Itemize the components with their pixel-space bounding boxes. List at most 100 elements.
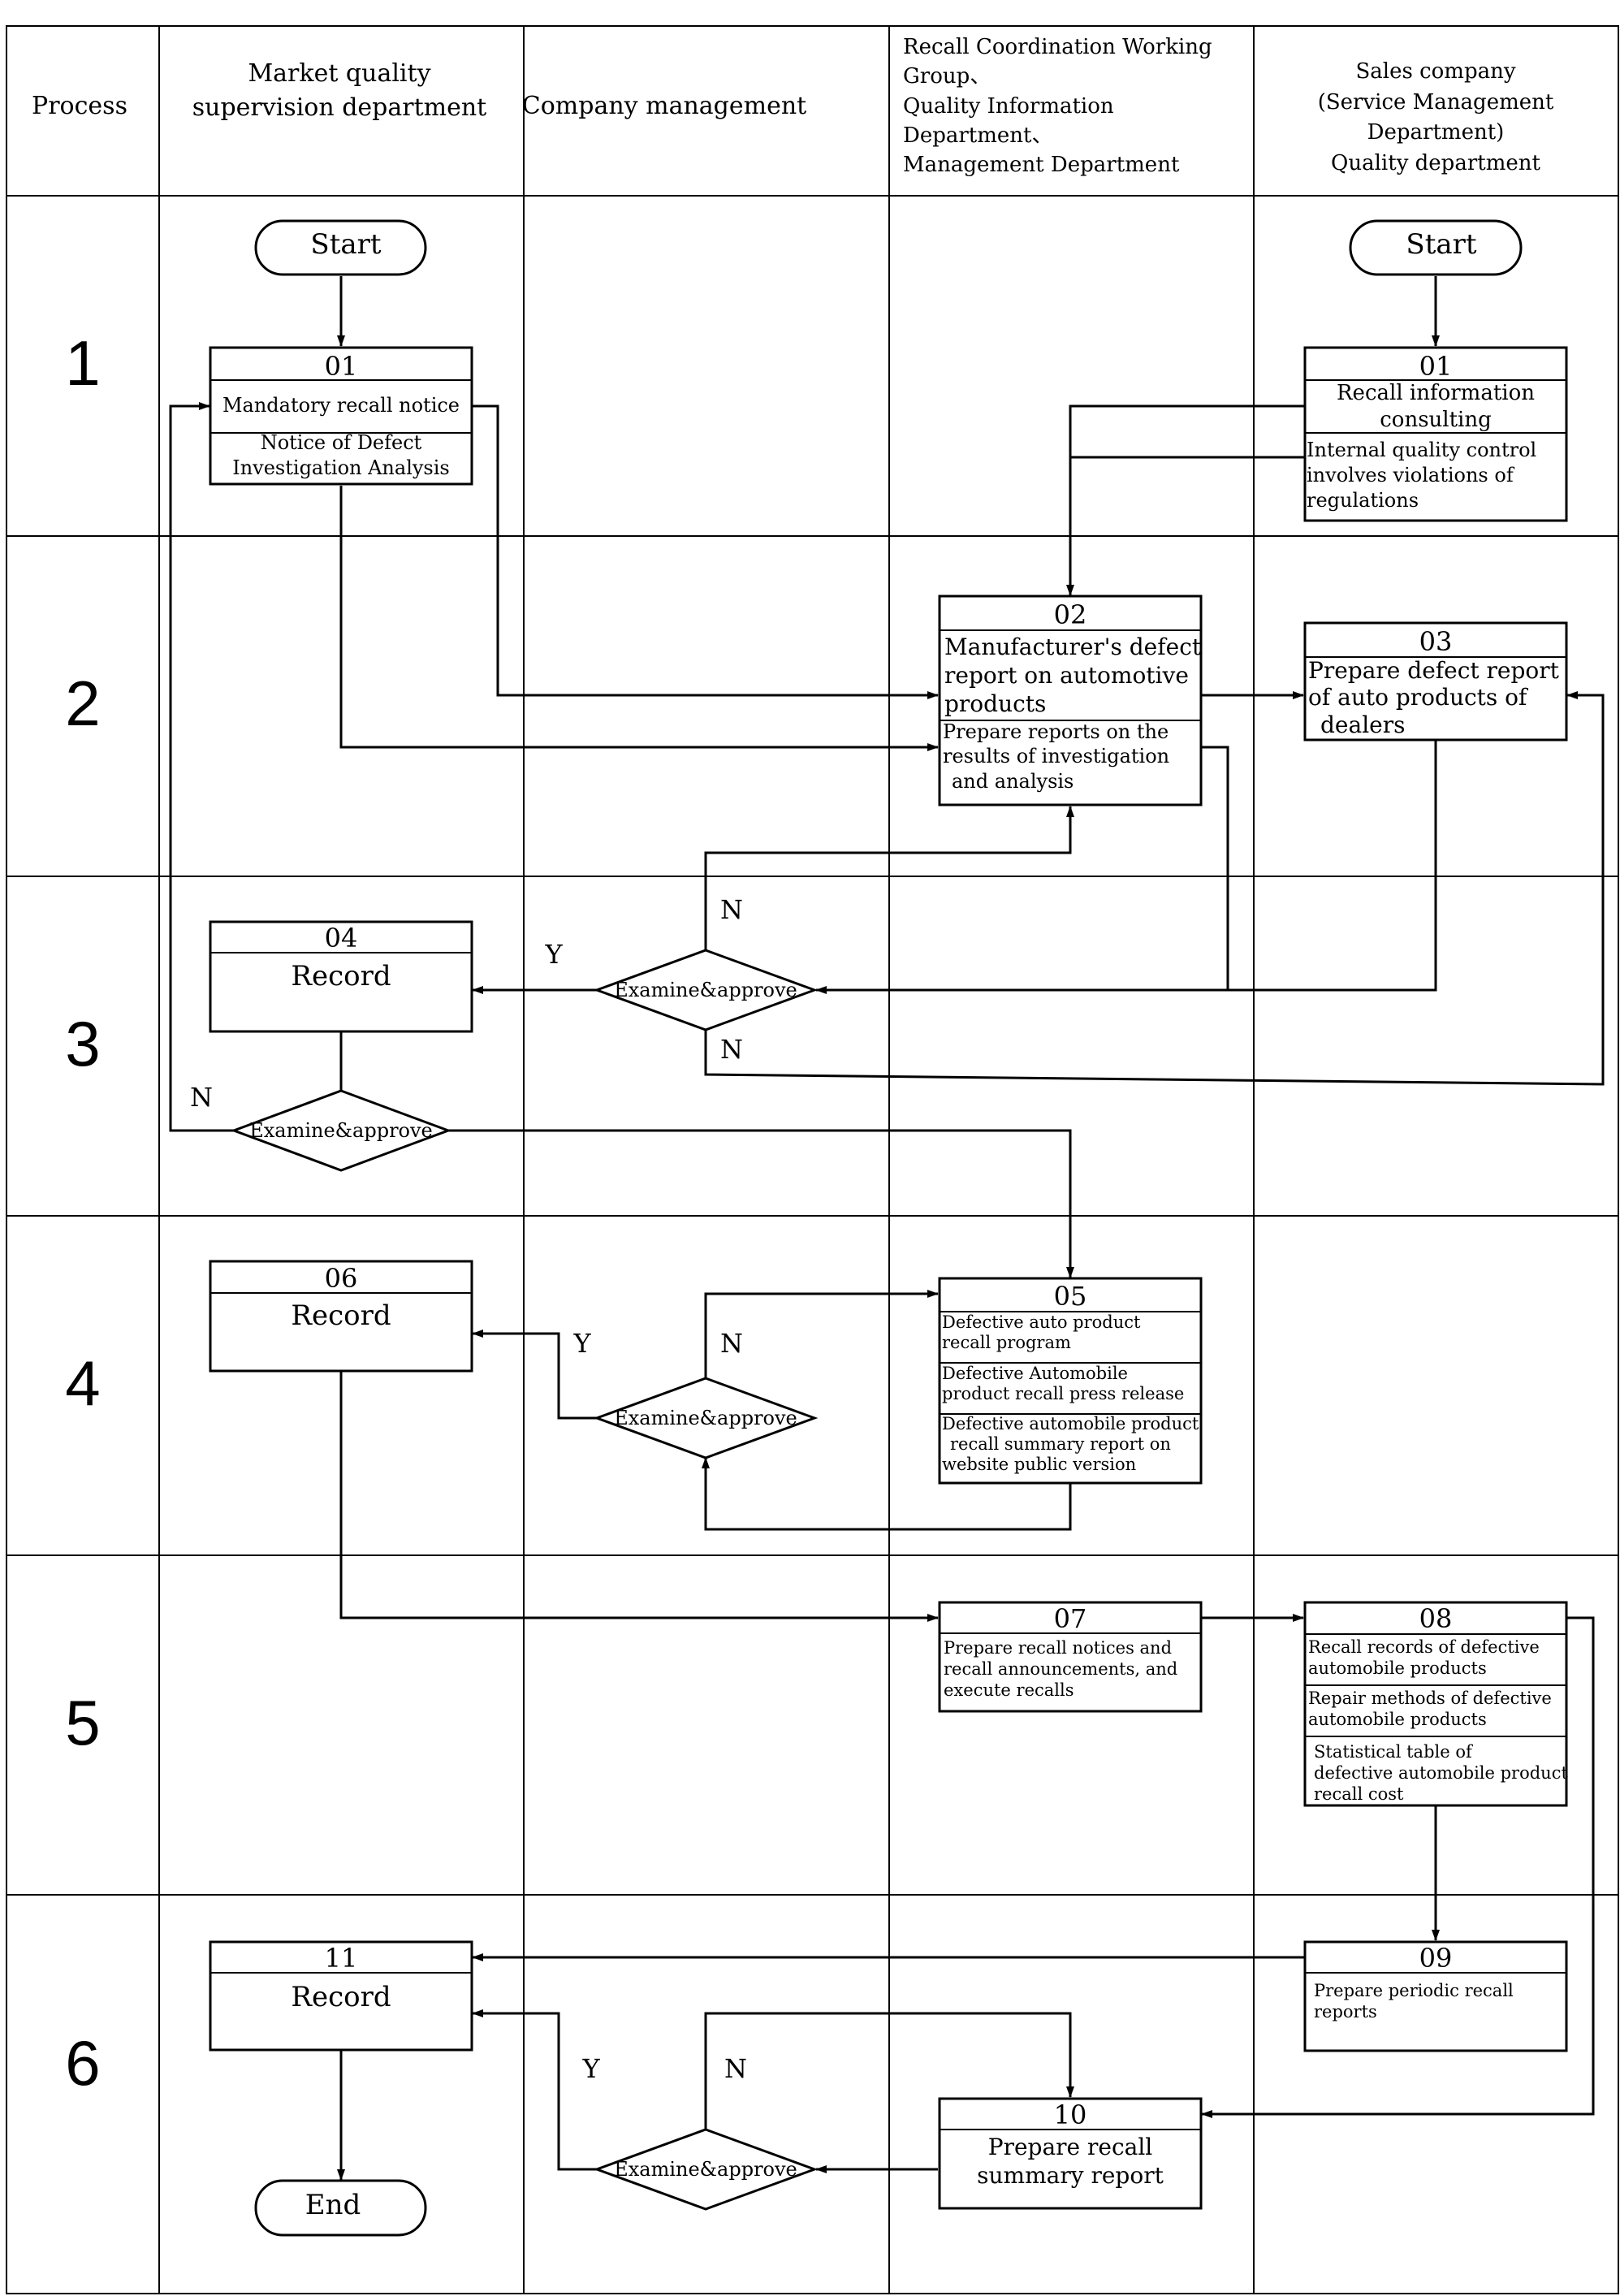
- node-05-section-1-line2: recall program: [942, 1333, 1071, 1352]
- node-04-number: 04: [325, 923, 358, 953]
- node-05-recall-program: 05 Defective auto product recall program…: [938, 1277, 1203, 1485]
- edge-label-no-2: N: [190, 1082, 213, 1113]
- node-03-box: [1303, 621, 1568, 742]
- node-06-number: 06: [325, 1263, 358, 1294]
- edge-label-yes-4: Y: [581, 2053, 600, 2084]
- edge-label-no-4: N: [724, 2053, 747, 2084]
- node-09-section-1-line2: reports: [1314, 2002, 1377, 2021]
- node-05-number: 05: [1054, 1281, 1087, 1312]
- node-09-box: [1303, 1940, 1568, 2052]
- row-number-3: 3: [65, 1008, 100, 1079]
- node-01-right-section-1-line1: Recall information: [1337, 381, 1535, 405]
- edge-label-yes-1: Y: [544, 939, 563, 970]
- edge-01-right-to-02: [1066, 404, 1305, 596]
- decision-1-shape: [593, 949, 819, 1031]
- node-10-box: [938, 2097, 1203, 2210]
- node-08-box: [1303, 1601, 1568, 1807]
- node-10-section-1-line1: Prepare recall: [988, 2134, 1153, 2160]
- header-col3-line4: Department、: [903, 123, 1053, 148]
- node-05-section-3-line3: website public version: [942, 1455, 1136, 1474]
- node-03-section-1-line1: Prepare defect report: [1308, 657, 1560, 684]
- header-col4-line4: Quality department: [1331, 151, 1540, 175]
- node-06-record: 06 Record: [209, 1260, 473, 1373]
- row-number-1: 1: [65, 327, 100, 399]
- node-05-section-3-line1: Defective automobile product: [942, 1414, 1199, 1433]
- node-03-section-1-line3: dealers: [1320, 711, 1405, 738]
- node-01-left-box: [209, 346, 473, 486]
- end-terminal: End: [254, 2179, 427, 2237]
- header-col4-line1: Sales company: [1355, 59, 1515, 84]
- decision-1-label: Examine&approve: [614, 979, 797, 1001]
- edge-01-left-to-02-top: [473, 404, 939, 699]
- node-01-right-section-2-line3: regulations: [1307, 489, 1419, 512]
- edge-decision-1-no-to-02: [704, 806, 1074, 950]
- node-02-section-1-line2: report on automotive: [944, 662, 1189, 689]
- node-01-right-section-2-line2: involves violations of: [1307, 464, 1515, 486]
- node-08-section-1-line2: automobile products: [1308, 1658, 1487, 1678]
- node-02-section-2-line2: results of investigation: [943, 745, 1169, 767]
- node-10-number: 10: [1054, 2099, 1087, 2130]
- edge-02-to-decision-1: [815, 746, 1229, 994]
- decision-2-shape: [230, 1089, 452, 1172]
- node-08-section-3-line2: defective automobile product: [1314, 1763, 1568, 1783]
- node-09-number: 09: [1419, 1943, 1453, 1974]
- decision-3-shape: [593, 1377, 819, 1459]
- node-02-number: 02: [1054, 599, 1087, 630]
- node-05-section-3-line2: recall summary report on: [950, 1434, 1171, 1454]
- node-02-section-1-line1: Manufacturer's defect: [944, 633, 1202, 660]
- edge-08-to-10: [1201, 1616, 1595, 2118]
- node-01-left-section-1: Mandatory recall notice: [222, 394, 460, 417]
- header-recall-coordination: Recall Coordination Working Group、 Quali…: [903, 35, 1212, 177]
- decision-2: Examine&approve: [230, 1089, 452, 1172]
- node-07-section-1-line1: Prepare recall notices and: [944, 1638, 1172, 1658]
- row-number-5: 5: [65, 1687, 100, 1758]
- edge-label-yes-3: Y: [572, 1328, 591, 1359]
- node-02-section-2-line3: and analysis: [952, 770, 1074, 793]
- node-07-number: 07: [1054, 1603, 1087, 1634]
- decision-4: Examine&approve: [593, 2128, 819, 2211]
- row-number-6: 6: [65, 2027, 100, 2099]
- node-08-section-2-line1: Repair methods of defective: [1308, 1688, 1552, 1708]
- edge-decision-4-yes-to-11: [472, 2009, 597, 2171]
- edge-label-no-3: N: [720, 1328, 743, 1359]
- header-col3-line5: Management Department: [903, 153, 1180, 177]
- header-process: Process: [32, 92, 127, 120]
- node-04-record: 04 Record: [209, 920, 473, 1033]
- edge-decision-2-to-05: [448, 1129, 1074, 1278]
- node-01-recall-information: 01 Recall information consulting Interna…: [1303, 346, 1568, 522]
- node-05-section-1-line1: Defective auto product: [942, 1312, 1141, 1332]
- flow-connectors: [169, 276, 1605, 2181]
- node-11-label: Record: [291, 1981, 391, 2013]
- node-04-box: [209, 920, 473, 1033]
- node-08-section-3-line3: recall cost: [1314, 1784, 1404, 1804]
- header-col4-line3: Department): [1367, 120, 1505, 145]
- node-07-recall-notices: 07 Prepare recall notices and recall ann…: [938, 1601, 1203, 1713]
- node-02-section-2-line1: Prepare reports on the: [943, 720, 1169, 743]
- node-05-section-2-line2: product recall press release: [942, 1384, 1184, 1403]
- node-11-number: 11: [325, 1943, 358, 1974]
- edge-03-to-decision-1: [1228, 733, 1437, 992]
- node-11-record: 11 Record: [209, 1940, 473, 2052]
- edge-decision-3-no-to-05: [704, 1290, 939, 1378]
- decision-2-label: Examine&approve: [249, 1119, 433, 1142]
- node-01-right-number: 01: [1419, 351, 1453, 382]
- node-07-box: [938, 1601, 1203, 1713]
- header-col1-line2: supervision department: [192, 93, 487, 122]
- edge-label-no-1-down: N: [720, 1034, 743, 1065]
- node-10-summary-report: 10 Prepare recall summary report: [938, 2097, 1203, 2210]
- node-05-section-2-line1: Defective Automobile: [942, 1364, 1128, 1383]
- decision-4-label: Examine&approve: [614, 2158, 797, 2181]
- header-col3-line3: Quality Information: [903, 94, 1114, 119]
- edge-01-left-to-02-bottom: [339, 486, 939, 751]
- node-03-section-1-line2: of auto products of: [1308, 684, 1529, 711]
- edge-decision-3-yes-to-06: [472, 1330, 597, 1420]
- edge-05-to-decision-3: [702, 1457, 1072, 1531]
- header-col1-line1: Market quality: [248, 59, 430, 88]
- edge-label-no-1-up: N: [720, 894, 743, 925]
- start-right-label: Start: [1406, 228, 1476, 261]
- node-08-section-3-line1: Statistical table of: [1314, 1742, 1474, 1762]
- end-label: End: [305, 2189, 361, 2221]
- swimlane-grid: [6, 25, 1619, 2294]
- header-company-management: Company management: [522, 92, 806, 120]
- start-terminal-right-shape: [1349, 219, 1523, 276]
